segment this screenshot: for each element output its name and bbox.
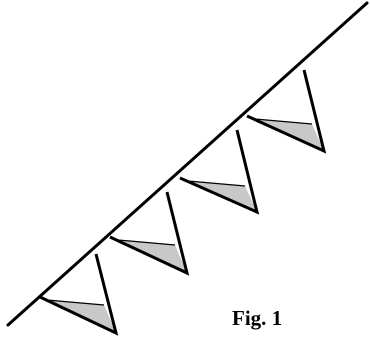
tooth-3-outline: [179, 129, 260, 215]
tooth-3-divider: [187, 180, 246, 187]
figure-caption: Fig. 1: [232, 306, 283, 330]
tooth-2-outline: [109, 191, 190, 276]
tooth-4-outline: [246, 69, 327, 154]
tooth-4: [246, 69, 327, 154]
tooth-1: [39, 253, 119, 336]
tooth-4-divider: [254, 118, 313, 125]
tooth-2: [109, 191, 190, 276]
tooth-1-outline: [39, 253, 119, 336]
tooth-2-divider: [117, 239, 176, 246]
tooth-3: [179, 129, 260, 215]
diagonal-base-line: [6, 1, 369, 327]
tooth-1-divider: [46, 299, 105, 306]
